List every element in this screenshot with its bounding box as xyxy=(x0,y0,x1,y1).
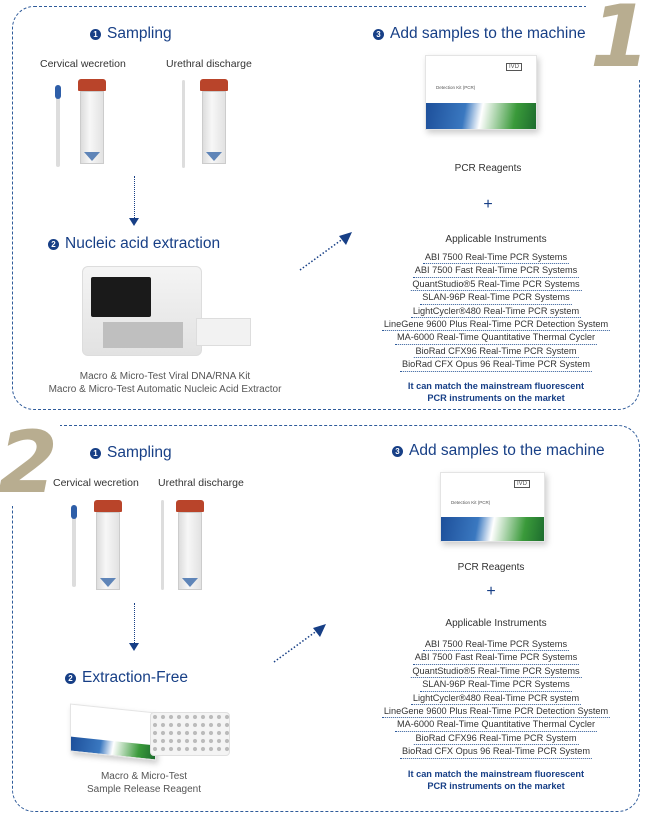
instrument-item: LineGene 9600 Plus Real-Time PCR Detecti… xyxy=(381,705,611,719)
instruments-title: Applicable Instruments xyxy=(445,234,547,245)
instrument-item: SLAN-96P Real-Time PCR Systems xyxy=(420,291,572,305)
instrument-item: ABI 7500 Fast Real-Time PCR Systems xyxy=(412,651,580,665)
sample-tube-image xyxy=(78,79,106,164)
bullet: 3 xyxy=(373,28,384,40)
label-urethral: Urethral discharge xyxy=(166,58,252,70)
step1-heading: 1 Sampling xyxy=(90,444,172,462)
label-urethral: Urethral discharge xyxy=(158,477,244,489)
instrument-item: BioRad CFX96 Real-Time PCR System xyxy=(413,732,579,746)
flow-arrow-diagonal xyxy=(299,232,352,271)
flow-arrow-diagonal xyxy=(273,624,326,663)
step3-heading: 3 Add samples to the machine xyxy=(392,442,605,460)
step1-heading: 1 Sampling xyxy=(90,25,172,43)
panel-1 xyxy=(12,6,640,410)
label-cervical: Cervical wecretion xyxy=(40,58,126,70)
step-title: Extraction-Free xyxy=(82,669,188,686)
step-title: Sampling xyxy=(107,444,172,461)
cervical-brush-image xyxy=(71,505,77,587)
bullet: 2 xyxy=(48,238,59,250)
instrument-item: SLAN-96P Real-Time PCR Systems xyxy=(420,678,572,692)
instrument-item: MA-6000 Real-Time Quantitative Thermal C… xyxy=(394,331,598,345)
panel-number-1: 1 xyxy=(586,0,648,80)
step2-heading: 2 Extraction-Free xyxy=(65,669,188,687)
sample-tube-image xyxy=(94,500,122,590)
pcr-reagents-label: PCR Reagents xyxy=(457,562,525,573)
step2-heading: 2 Nucleic acid extraction xyxy=(48,235,220,253)
instrument-item: QuantStudio®5 Real-Time PCR Systems xyxy=(410,278,582,292)
instrument-item: ABI 7500 Real-Time PCR Systems xyxy=(422,251,570,265)
step3-heading: 3 Add samples to the machine xyxy=(373,25,586,43)
instruments-title: Applicable Instruments xyxy=(445,618,547,629)
sample-release-kit-image xyxy=(70,703,156,761)
urethral-swab-image xyxy=(161,500,164,590)
label-cervical: Cervical wecretion xyxy=(53,477,139,489)
instrument-item: BioRad CFX Opus 96 Real-Time PCR System xyxy=(399,358,593,372)
step-title: Nucleic acid extraction xyxy=(65,235,221,252)
step-title: Sampling xyxy=(107,25,172,42)
urethral-swab-image xyxy=(182,80,185,168)
sample-tube-image xyxy=(200,79,228,164)
instrument-item: MA-6000 Real-Time Quantitative Thermal C… xyxy=(394,718,598,732)
cervical-brush-image xyxy=(55,85,61,167)
panel-2 xyxy=(12,425,640,812)
step-title: Add samples to the machine xyxy=(409,442,605,459)
instrument-item: ABI 7500 Real-Time PCR Systems xyxy=(422,638,570,652)
sample-tube-image xyxy=(176,500,204,590)
instrument-item: QuantStudio®5 Real-Time PCR Systems xyxy=(410,665,582,679)
pcr-reagents-label: PCR Reagents xyxy=(454,163,522,174)
kit-box-image xyxy=(196,318,251,346)
instrument-item: LightCycler®480 Real-Time PCR system xyxy=(410,692,582,706)
step-title: Add samples to the machine xyxy=(390,25,586,42)
instrument-item: LightCycler®480 Real-Time PCR system xyxy=(410,305,582,319)
instrument-item: BioRad CFX Opus 96 Real-Time PCR System xyxy=(399,745,593,759)
bullet: 1 xyxy=(90,28,101,40)
tube-rack-image xyxy=(150,712,230,756)
extractor-machine-image xyxy=(82,266,202,356)
instrument-item: ABI 7500 Fast Real-Time PCR Systems xyxy=(412,264,580,278)
instrument-item: BioRad CFX96 Real-Time PCR System xyxy=(413,345,579,359)
panel-number-2: 2 xyxy=(0,420,60,506)
bullet: 3 xyxy=(392,445,403,457)
bullet: 2 xyxy=(65,672,76,684)
instrument-item: LineGene 9600 Plus Real-Time PCR Detecti… xyxy=(381,318,611,332)
plus-sign: + xyxy=(486,583,496,600)
flow-arrow-down xyxy=(129,176,139,226)
bullet: 1 xyxy=(90,447,101,459)
flow-arrow-down xyxy=(129,603,139,651)
plus-sign: + xyxy=(483,196,493,213)
